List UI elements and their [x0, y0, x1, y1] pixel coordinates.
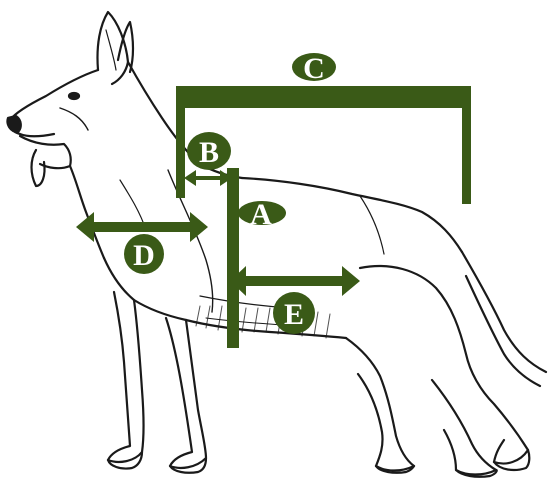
- dog-throat: [70, 166, 104, 258]
- dog-cheek: [60, 108, 88, 130]
- label-b: B: [199, 136, 219, 169]
- dog-mouth: [20, 136, 71, 168]
- dog-nose: [7, 116, 20, 132]
- measure-c-right-leg: [462, 86, 471, 204]
- dog-eye: [69, 93, 79, 99]
- dog-head: [9, 70, 98, 136]
- measure-c-bar: [176, 86, 471, 108]
- measure-b-arrow: [184, 170, 232, 186]
- label-c: C: [303, 52, 325, 85]
- label-a: A: [250, 198, 272, 231]
- dog-paw-hind-far: [456, 470, 497, 477]
- label-d: D: [133, 239, 155, 272]
- dog-front-leg-left: [108, 292, 144, 462]
- dog-tail-lower: [466, 276, 540, 386]
- dog-illustration: [7, 12, 546, 477]
- dog-ear-inner: [106, 30, 116, 70]
- dog-fur-2: [360, 196, 384, 254]
- label-e: E: [284, 298, 304, 331]
- measure-a-bar: [227, 168, 239, 348]
- dog-ear: [97, 12, 128, 84]
- dog-hind-leg-near: [346, 338, 414, 471]
- dog-hind-thigh: [360, 266, 528, 463]
- measure-c-left-leg: [176, 86, 185, 198]
- dog-tongue: [32, 150, 45, 186]
- dog-paw-hind-back: [494, 450, 529, 470]
- dog-front-leg-right: [166, 318, 206, 468]
- measure-e-arrow: [230, 266, 360, 296]
